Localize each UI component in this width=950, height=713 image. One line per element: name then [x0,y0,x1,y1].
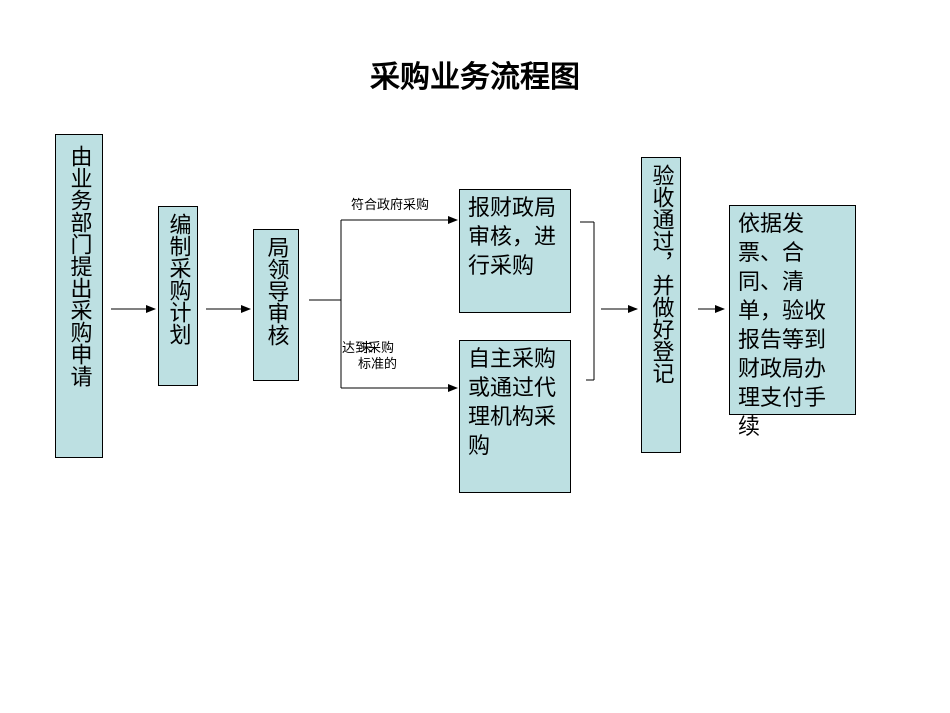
node-plan-text: 编制采购计划 [165,213,191,345]
edge-label-below-std-line2: 标准的 [358,357,398,372]
node-payment: 依据发票、合同、清单，验收报告等到财政局办理支付手续 [729,205,856,440]
edge-label-below-std-overlay: 未 [360,341,374,356]
edge-label-meets-gov: 符合政府采购 [351,198,430,213]
node-review-text: 局领导审核 [263,236,289,346]
node-self-purchase: 自主采购或通过代理机构采购 [459,340,571,493]
node-finance-review-text: 报财政局审核，进行采购 [468,196,557,279]
node-acceptance-text: 验收通过，并做好登记 [648,164,674,384]
edge-label-below-std-line1: 达到采购 [342,341,395,356]
node-acceptance: 验收通过，并做好登记 [641,157,681,453]
node-review: 局领导审核 [253,229,299,381]
node-apply-text: 由业务部门提出采购申请 [66,145,92,387]
node-self-purchase-text: 自主采购或通过代理机构采购 [468,347,557,459]
node-payment-text: 依据发票、合同、清单，验收报告等到财政局办理支付手续 [738,212,827,440]
node-plan: 编制采购计划 [158,206,198,386]
node-apply: 由业务部门提出采购申请 [55,134,103,458]
node-finance-review: 报财政局审核，进行采购 [459,189,571,313]
page-title: 采购业务流程图 [370,60,580,95]
